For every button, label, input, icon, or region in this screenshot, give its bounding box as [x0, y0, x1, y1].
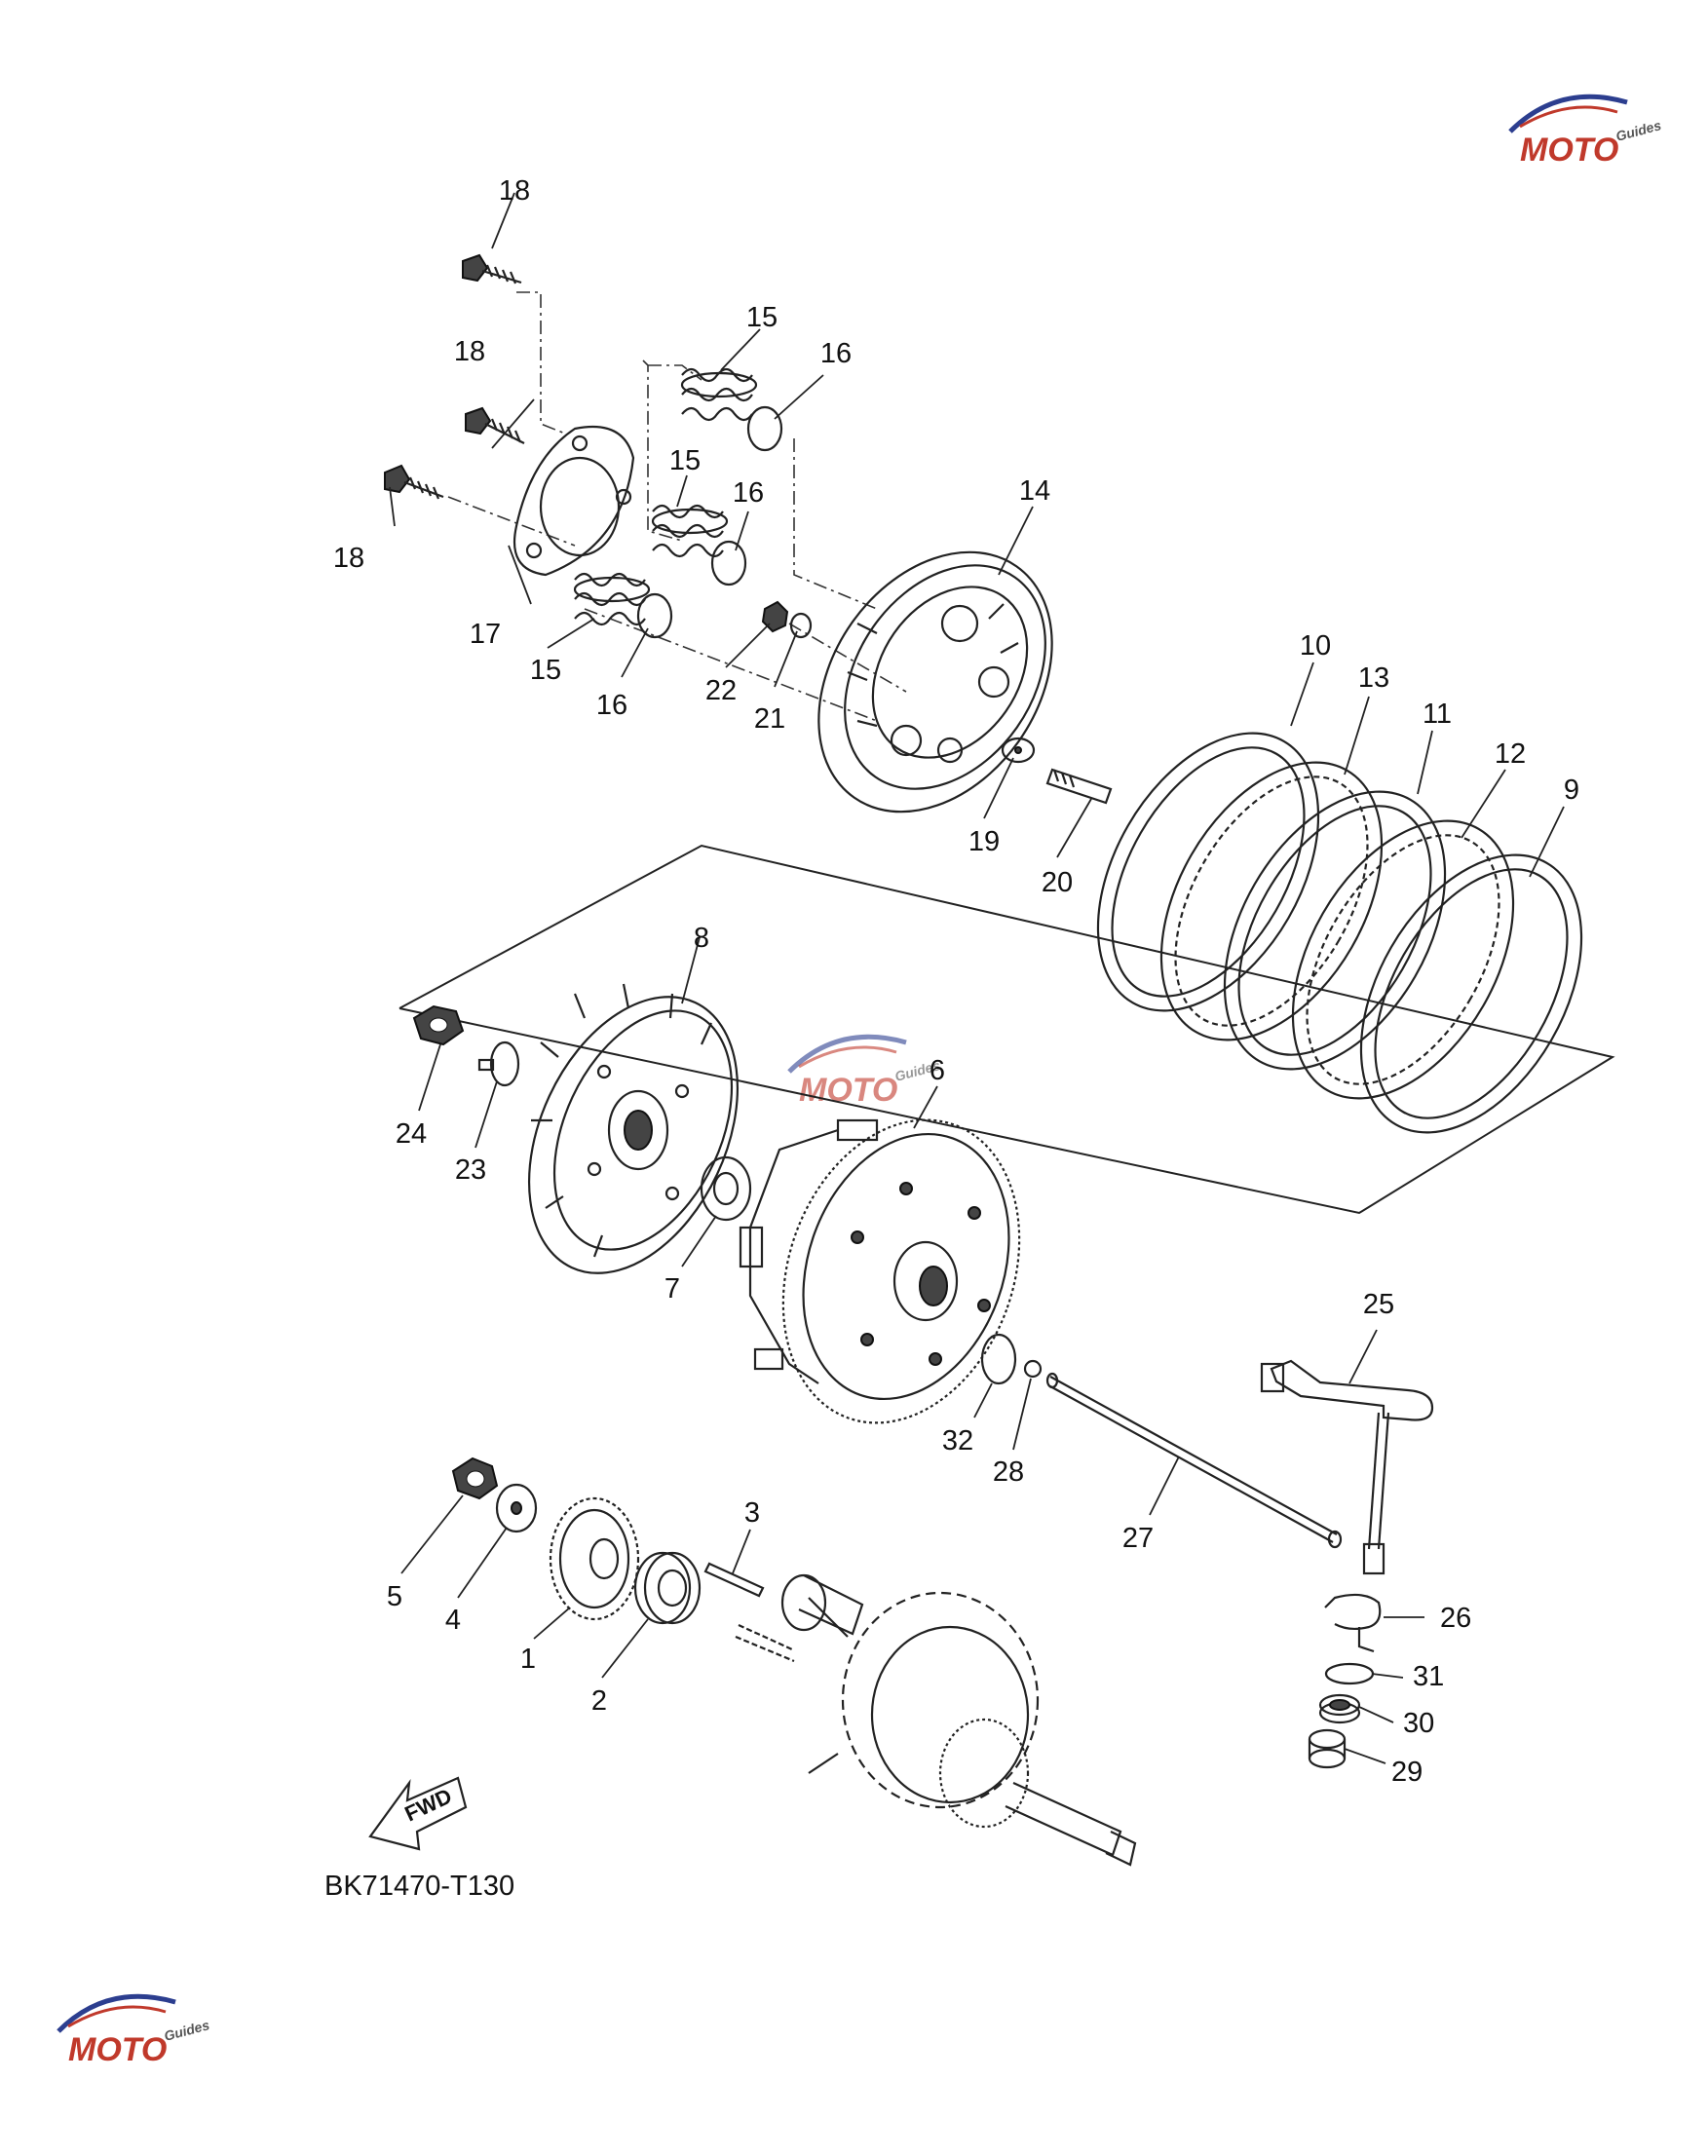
bolt-18-bottom	[384, 464, 444, 500]
svg-text:MOTO: MOTO	[799, 1072, 897, 1109]
callout-30: 30	[1403, 1708, 1434, 1739]
callout-2: 2	[591, 1685, 607, 1717]
callout-29: 29	[1391, 1757, 1423, 1788]
svg-text:MOTO: MOTO	[68, 2031, 167, 2068]
washer-4	[495, 1483, 538, 1533]
spring-26	[1324, 1593, 1382, 1653]
callout-31: 31	[1413, 1661, 1444, 1692]
callout-17: 17	[470, 619, 501, 650]
svg-text:Guides: Guides	[163, 2017, 211, 2044]
callout-6: 6	[930, 1055, 945, 1086]
callout-4: 4	[445, 1605, 461, 1636]
ball-28	[1023, 1359, 1043, 1379]
o-ring-32	[980, 1333, 1017, 1385]
callout-20: 20	[1042, 867, 1073, 898]
spring-15-bottom	[573, 572, 651, 626]
nut-24	[412, 1004, 465, 1046]
callout-22: 22	[705, 675, 737, 706]
callout-19: 19	[968, 826, 1000, 857]
callout-11: 11	[1423, 699, 1452, 730]
callout-18: 18	[333, 543, 364, 574]
assembly-frame	[399, 844, 1615, 1215]
bolt-18-top	[462, 253, 522, 284]
steel-plate-12	[1291, 819, 1515, 1100]
key-3	[703, 1562, 765, 1598]
callout-labels: 18 18 18 17 15 15 15 16 16 16 22 21 14 1…	[333, 175, 1579, 1788]
clutch-housing-6	[739, 1118, 1021, 1424]
callout-23: 23	[455, 1154, 486, 1186]
friction-plate-9	[1359, 853, 1583, 1134]
washer-19	[1001, 737, 1036, 764]
washer-16-middle	[710, 540, 747, 586]
callout-8: 8	[694, 923, 709, 954]
washer-21	[789, 612, 813, 639]
callout-25: 25	[1363, 1289, 1394, 1320]
callout-10: 10	[1300, 630, 1331, 662]
callout-15: 15	[530, 655, 561, 686]
callout-18: 18	[499, 175, 530, 207]
friction-plate-10	[1096, 732, 1320, 1012]
circlip-31	[1324, 1662, 1375, 1685]
leader-lines	[389, 192, 1565, 1764]
callout-14: 14	[1019, 475, 1050, 507]
callout-5: 5	[387, 1581, 402, 1612]
nut-5	[451, 1456, 499, 1500]
push-lever-25	[1260, 1359, 1434, 1575]
forward-arrow-icon: FWD	[368, 1776, 468, 1851]
callout-32: 32	[942, 1425, 973, 1456]
steel-plate-13	[1159, 761, 1384, 1041]
watermark-top-right: MOTO Guides	[1508, 94, 1663, 169]
collar-7	[700, 1155, 752, 1222]
callout-15: 15	[669, 445, 701, 476]
callout-3: 3	[744, 1497, 760, 1529]
callout-26: 26	[1440, 1603, 1471, 1634]
callout-21: 21	[754, 703, 785, 735]
push-rod-20	[1045, 768, 1113, 805]
crankshaft	[735, 1573, 1137, 1867]
alignment-lines	[447, 291, 907, 722]
callout-16: 16	[820, 338, 852, 369]
washer-16-bottom	[636, 592, 673, 639]
diagram-code: BK71470-T130	[324, 1871, 514, 1902]
washer-16-top	[746, 405, 783, 452]
lock-washer-23	[477, 1040, 520, 1087]
callout-7: 7	[664, 1273, 680, 1305]
bolt-18-middle	[465, 406, 525, 444]
callout-15: 15	[746, 302, 778, 333]
callout-24: 24	[396, 1118, 427, 1150]
spring-15-top	[680, 367, 758, 422]
collar-2	[633, 1551, 702, 1625]
clutch-boss-14	[817, 550, 1053, 813]
pressure-plate-17	[512, 425, 635, 577]
callout-27: 27	[1122, 1523, 1154, 1554]
callout-9: 9	[1564, 775, 1579, 806]
callout-12: 12	[1495, 738, 1526, 770]
svg-text:MOTO: MOTO	[1520, 132, 1618, 169]
callout-13: 13	[1358, 662, 1389, 694]
callout-18: 18	[454, 336, 485, 367]
svg-text:Guides: Guides	[1614, 117, 1663, 144]
washer-19-hole	[1014, 746, 1022, 754]
watermark-center: MOTO Guides	[787, 1034, 942, 1109]
watermark-bottom-left: MOTO Guides	[57, 1993, 211, 2068]
oil-seal-30	[1318, 1693, 1361, 1724]
friction-plate-11	[1223, 790, 1447, 1071]
clutch-hub-8	[527, 983, 740, 1274]
callout-16: 16	[733, 477, 764, 509]
primary-drive-gear-1	[549, 1496, 640, 1621]
callout-28: 28	[993, 1456, 1024, 1488]
callout-1: 1	[520, 1644, 536, 1675]
callout-16: 16	[596, 690, 627, 721]
spring-15-middle	[651, 504, 729, 558]
push-rod-27	[1045, 1372, 1343, 1549]
bearing-29	[1308, 1728, 1347, 1769]
